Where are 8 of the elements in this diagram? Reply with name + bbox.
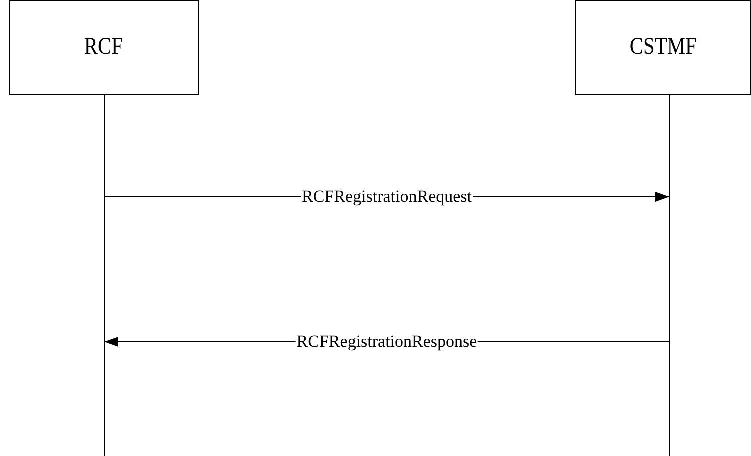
lifeline-connector — [104, 94, 105, 150]
lifeline — [669, 150, 670, 456]
participant-name: CSTMF — [630, 34, 696, 61]
participant-box — [575, 0, 751, 95]
lifeline-connector — [669, 94, 670, 150]
lifeline — [104, 150, 105, 456]
participant-name: RCF — [84, 34, 124, 61]
participant-box — [9, 0, 199, 95]
